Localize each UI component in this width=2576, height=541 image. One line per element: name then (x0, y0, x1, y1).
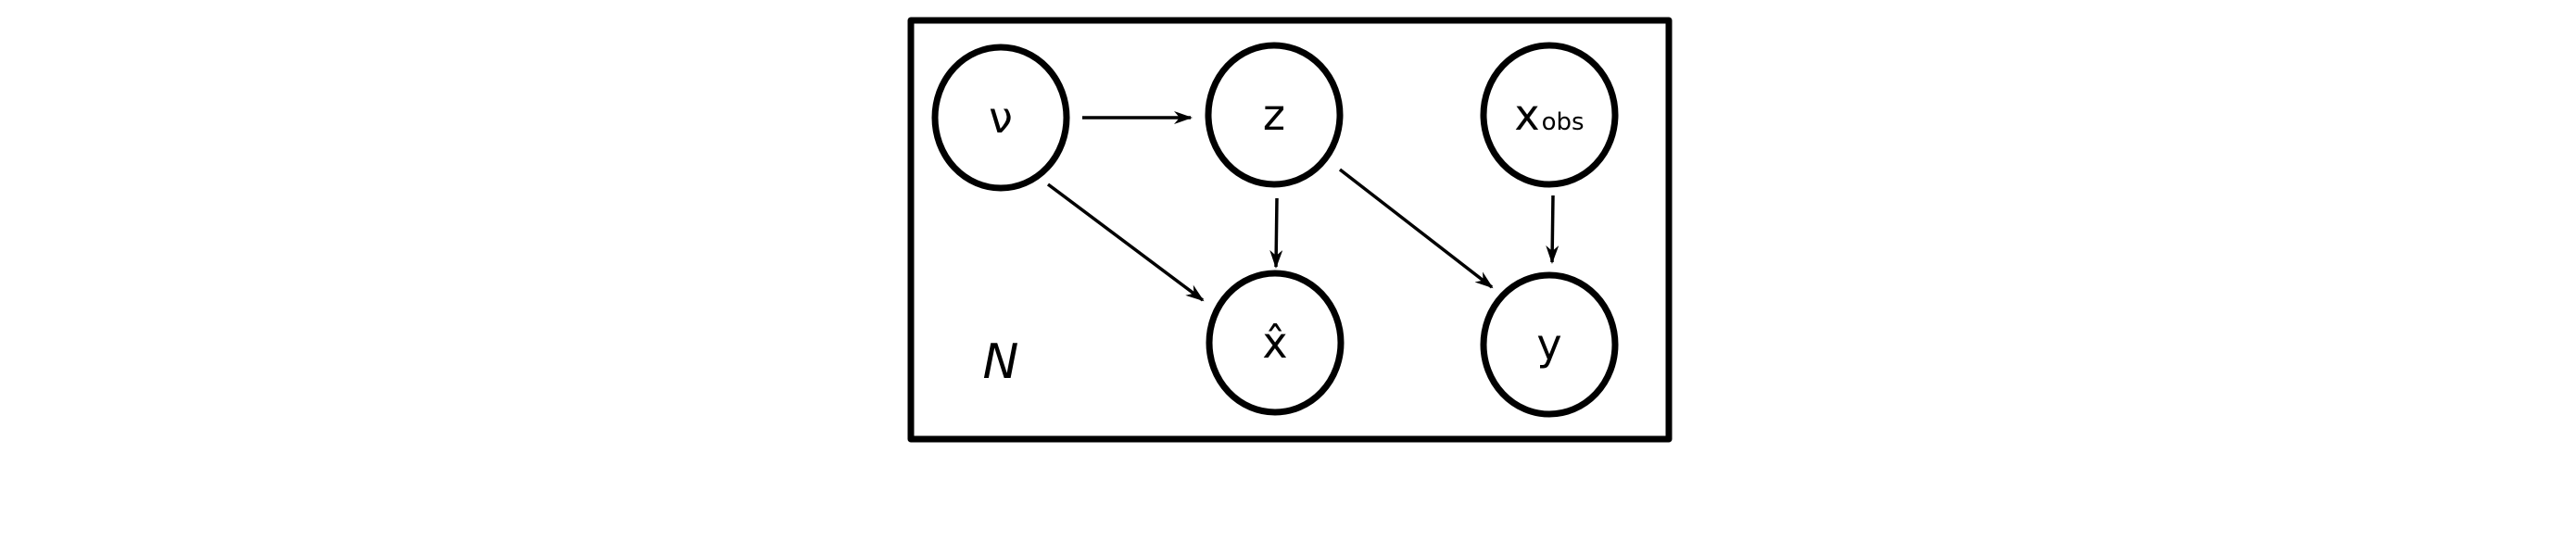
plate-box (907, 17, 1673, 443)
edge-x-obs-to-y (1546, 195, 1559, 264)
node-x-obs-label: xobs (1514, 90, 1584, 140)
node-nu-circle (931, 44, 1070, 192)
node-z-label: z (1263, 90, 1285, 140)
edge-z-to-y (1338, 168, 1494, 289)
node-x-obs-subscript: obs (1542, 108, 1585, 136)
plate-label: N (983, 334, 1019, 390)
edge-nu-to-x-hat (1046, 182, 1205, 302)
node-y: y (1480, 271, 1619, 418)
edge-z-to-x-hat (1269, 197, 1283, 269)
node-y-circle (1480, 271, 1619, 418)
node-nu: ν (931, 44, 1070, 192)
node-z: z (1205, 42, 1344, 188)
node-x-hat-circle (1206, 270, 1345, 416)
node-x-hat: x̂ (1206, 270, 1345, 416)
node-x-obs-main: x (1514, 90, 1539, 140)
node-nu-label: ν (989, 93, 1013, 143)
node-x-obs-circle (1480, 42, 1619, 188)
node-z-circle (1205, 42, 1344, 188)
node-x-hat-label: x̂ (1262, 318, 1287, 368)
node-y-label: y (1536, 320, 1561, 370)
node-x-obs: xobs (1480, 42, 1619, 188)
